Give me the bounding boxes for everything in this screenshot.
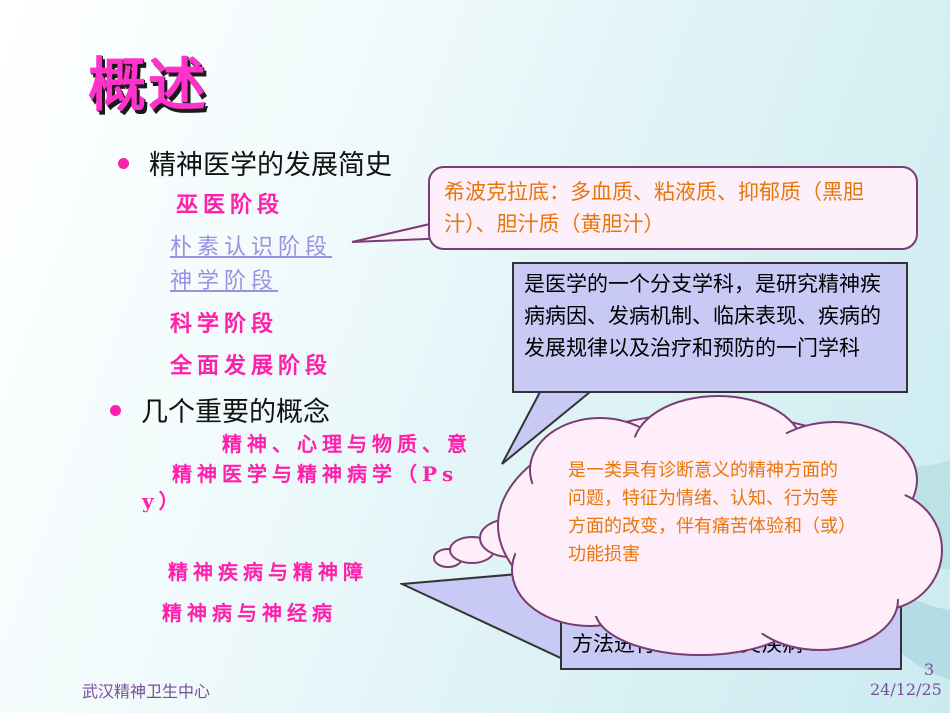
stage-witch-doctor: 巫医阶段 (176, 192, 285, 218)
footer-org: 武汉精神卫生中心 (82, 682, 211, 701)
bullet-concepts-text: 几个重要的概念 (141, 397, 330, 428)
stage-science: 科学阶段 (170, 311, 279, 337)
concept-psychiatry: 精神医学与精神病学（Ps (172, 462, 459, 486)
psychiatry-definition-box: 是医学的一个分支学科，是研究精神疾病病因、发病机制、临床表现、疾病的发展规律以及… (512, 262, 908, 393)
bullet-history-text: 精神医学的发展简史 (149, 150, 392, 181)
cloud-disorder-definition: 是一类具有诊断意义的精神方面的问题，特征为情绪、认知、行为等方面的改变，伴有痛苦… (568, 460, 847, 565)
concept-mental-disorder: 精神疾病与精神障 (168, 560, 368, 584)
slide-title: 概述 (88, 51, 209, 119)
bullet-history: 精神医学的发展简史 (118, 143, 392, 182)
concept-psychosis-neurosis: 精神病与神经病 (162, 601, 337, 625)
concept-psychiatry-tail: y） (142, 489, 184, 513)
callout-hippocrates: 希波克拉底：多血质、粘液质、抑郁质（黑胆汁）、胆汁质（黄胆汁） (428, 166, 918, 250)
stage-full-development: 全面发展阶段 (170, 353, 333, 379)
bullet-dot (110, 405, 121, 416)
footer-date: 24/12/25 (870, 680, 942, 699)
concept-mind-matter: 精神、心理与物质、意 (222, 432, 472, 456)
thought-cloud (433, 395, 943, 656)
stage-theology[interactable]: 神学阶段 (170, 269, 279, 294)
bullet-dot (118, 158, 129, 169)
bullet-concepts: 几个重要的概念 (110, 390, 330, 429)
page-number: 3 (924, 660, 935, 679)
stage-naive-cognition[interactable]: 朴素认识阶段 (170, 235, 333, 260)
